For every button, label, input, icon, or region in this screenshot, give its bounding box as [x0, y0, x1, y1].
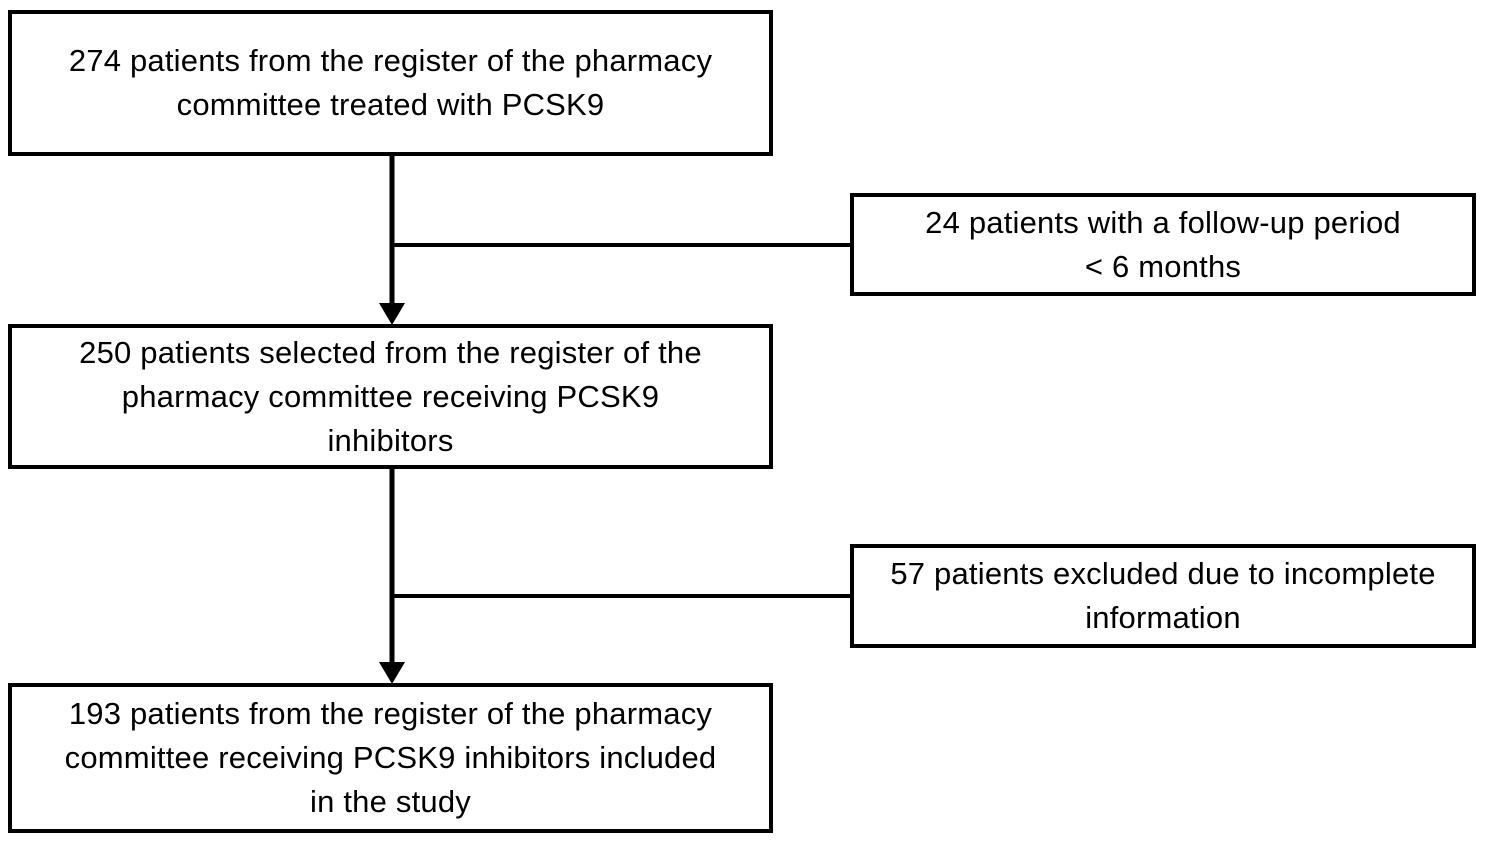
flow-box-excluded-followup: 24 patients with a follow-up period < 6 …: [850, 193, 1476, 296]
arrowhead-down-icon: [379, 662, 405, 684]
flow-box-excluded-incomplete: 57 patients excluded due to incomplete i…: [850, 544, 1476, 648]
flow-box-included: 193 patients from the register of the ph…: [8, 683, 773, 833]
flow-box-included-text: 193 patients from the register of the ph…: [64, 696, 717, 819]
flow-box-excluded-followup-text: 24 patients with a follow-up period < 6 …: [925, 204, 1401, 284]
flow-box-enrolled: 274 patients from the register of the ph…: [8, 10, 773, 156]
flow-box-selected: 250 patients selected from the register …: [8, 324, 773, 469]
arrowhead-down-icon: [379, 303, 405, 325]
flow-box-excluded-incomplete-text: 57 patients excluded due to incomplete i…: [890, 556, 1436, 635]
flow-box-enrolled-text: 274 patients from the register of the ph…: [68, 43, 713, 122]
flow-box-selected-text: 250 patients selected from the register …: [79, 334, 702, 458]
